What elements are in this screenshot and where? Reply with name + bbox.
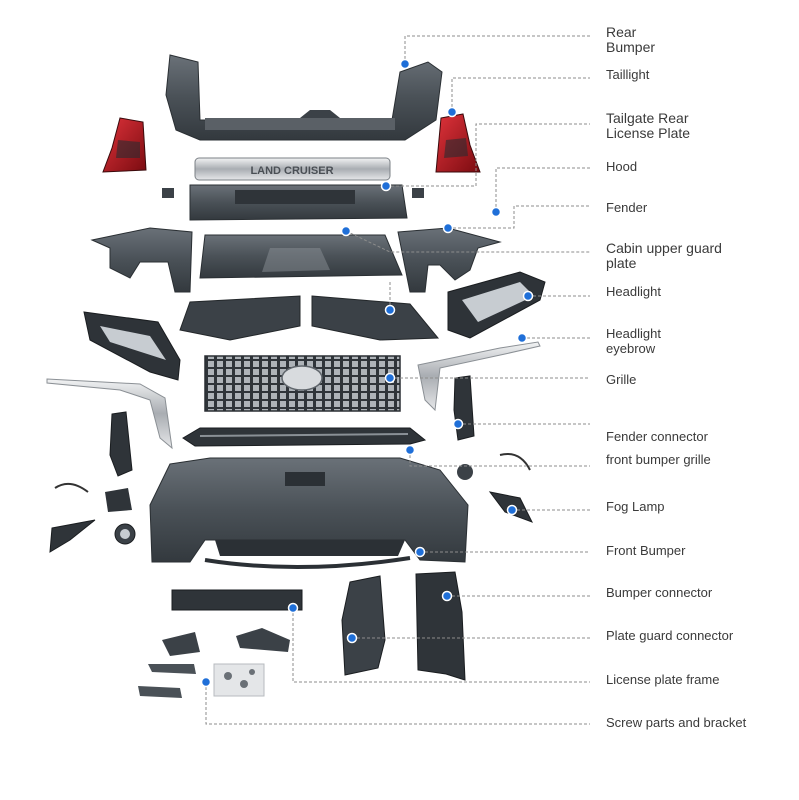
leader-lines <box>200 35 590 725</box>
fender-connector-left-part <box>109 411 133 477</box>
label-front-bumper-grille: front bumper grille <box>606 452 711 467</box>
hood-part <box>189 184 408 221</box>
leader-hood <box>495 167 590 212</box>
label-fender: Fender <box>606 200 648 215</box>
label-fog-lamp: Fog Lamp <box>606 499 665 514</box>
marker-dot-license-plate-frame <box>287 602 299 614</box>
leader-taillight <box>451 77 590 112</box>
taillight-right-part <box>435 113 481 173</box>
marker-dot-fender-connector <box>452 418 464 430</box>
label-tailgate-rear-license-plate: Tailgate Rear License Plate <box>606 110 691 141</box>
marker-dot-front-bumper <box>414 546 426 558</box>
marker-dot-tailgate-rear-license-plate <box>380 180 392 192</box>
marker-dot-headlight-eyebrow <box>516 332 528 344</box>
marker-dot-cabin-inner <box>384 304 396 316</box>
label-plate-guard-connector: Plate guard connector <box>606 628 734 643</box>
cabin-upper-guard-plate-part <box>199 234 403 279</box>
label-front-bumper: Front Bumper <box>606 543 686 558</box>
label-headlight: Headlight <box>606 284 661 299</box>
front-bumper-part <box>149 457 469 570</box>
leader-front-bumper-grille <box>409 450 590 467</box>
license-plate-text: LAND CRUISER <box>250 165 333 177</box>
label-screw-parts-and-bracket: Screw parts and bracket <box>606 715 747 730</box>
small-clip-left <box>162 188 174 198</box>
headlight-left-part <box>83 311 181 381</box>
label-bumper-connector: Bumper connector <box>606 585 713 600</box>
marker-dot-rear-bumper <box>399 58 411 70</box>
marker-dot-screw-parts-and-bracket <box>200 676 212 688</box>
rear-bumper-part <box>165 54 443 141</box>
label-grille: Grille <box>606 372 637 387</box>
fog-lamp-left-part <box>49 482 136 553</box>
marker-dot-hood <box>490 206 502 218</box>
leader-screw-parts-and-bracket <box>205 682 590 725</box>
marker-dot-taillight <box>446 106 458 118</box>
plate-guard-connector-part <box>341 575 386 676</box>
inner-liner-part <box>179 295 440 341</box>
marker-dot-headlight <box>522 290 534 302</box>
front-bumper-grille-part <box>182 427 427 447</box>
headlight-right-part <box>447 271 546 339</box>
taillight-left-part <box>102 117 147 173</box>
leader-tailgate-rear-license-plate <box>386 123 590 187</box>
marker-dot-fog-lamp <box>506 504 518 516</box>
label-taillight: Taillight <box>606 67 650 82</box>
leader-fender <box>448 205 590 229</box>
tailgate-license-plate-part: LAND CRUISER <box>194 157 391 181</box>
fender-right-part <box>397 227 502 293</box>
license-plate-frame-part <box>162 589 303 656</box>
label-headlight-eyebrow: Headlight eyebrow <box>606 326 661 356</box>
marker-dot-front-bumper-grille <box>404 444 416 456</box>
small-clip-right <box>412 188 424 198</box>
leader-cabin-upper-guard-plate <box>345 230 590 253</box>
leader-rear-bumper <box>404 35 590 64</box>
label-rear-bumper: Rear Bumper <box>606 24 656 55</box>
bumper-connector-part <box>415 571 466 681</box>
fog-lamp-right-part <box>457 453 534 523</box>
marker-dot-grille <box>384 372 396 384</box>
marker-dot-cabin-upper-guard-plate <box>340 225 352 237</box>
screw-parts-bracket-part <box>138 663 265 698</box>
fender-connector-right-part <box>453 375 475 441</box>
marker-dot-fender <box>442 222 454 234</box>
fender-left-part <box>90 227 193 293</box>
headlight-eyebrow-right-part <box>417 341 541 412</box>
marker-dot-plate-guard-connector <box>346 632 358 644</box>
label-license-plate-frame: License plate frame <box>606 672 720 687</box>
marker-dot-bumper-connector <box>441 590 453 602</box>
label-hood: Hood <box>606 159 638 174</box>
leader-license-plate-frame <box>292 608 590 683</box>
label-fender-connector: Fender connector <box>606 429 708 444</box>
headlight-eyebrow-left-part <box>46 378 173 450</box>
label-cabin-upper-guard-plate: Cabin upper guard plate <box>606 240 722 271</box>
grille-part <box>204 355 401 412</box>
